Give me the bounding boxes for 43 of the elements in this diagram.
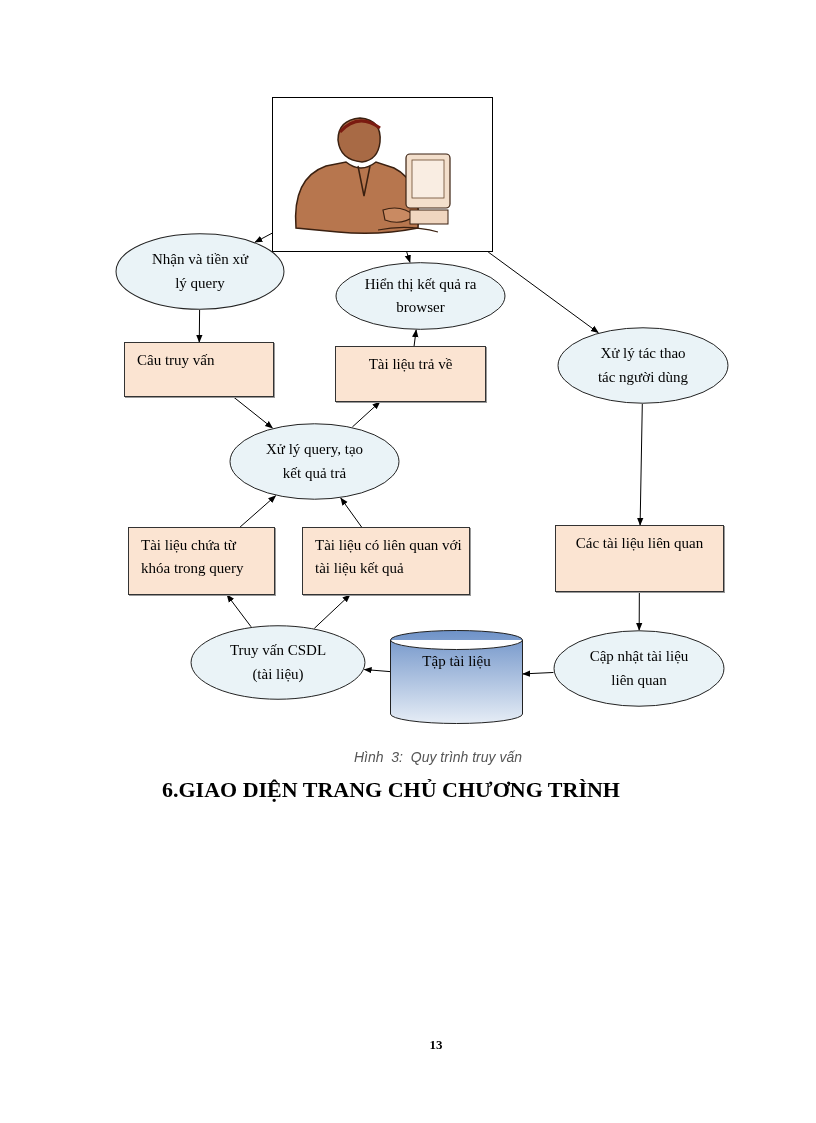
arrow (636, 591, 643, 631)
node-label: Tài liệu trả về (368, 355, 453, 374)
node-label: Tập tài liệu (422, 652, 491, 671)
process-ellipse (335, 262, 506, 330)
arrow (340, 497, 363, 528)
arrow (233, 396, 274, 429)
node-label: Hiển thị kết quả ra browser (364, 274, 477, 317)
node-label: Tài liệu có liên quan với tài liệu kết quả (315, 536, 463, 579)
section-heading: 6.GIAO DIỆN TRANG CHỦ CHƯƠNG TRÌNH (162, 776, 620, 804)
process-ellipse (553, 630, 725, 707)
arrow (404, 251, 411, 263)
node-label: Câu truy vấn (137, 351, 215, 370)
node-label: Cập nhật tài liệu liên quan (589, 647, 689, 690)
database-cylinder (390, 630, 523, 724)
node-label: Xử lý tác thao tác người dùng (596, 344, 690, 387)
process-ellipse (557, 327, 729, 404)
process-ellipse (115, 233, 285, 310)
arrow (254, 232, 273, 243)
arrow (239, 495, 277, 528)
node-label: Nhận và tiền xử lý query (151, 250, 250, 293)
arrow (487, 251, 599, 334)
node-label: Xử lý query, tạo kết quả trả (264, 440, 365, 483)
document-box (302, 527, 470, 595)
process-ellipse (190, 625, 366, 700)
process-ellipse (229, 423, 400, 500)
figure-caption: Hình 3: Quy trình truy vấn (352, 748, 524, 767)
arrow (522, 670, 554, 677)
arrow (412, 329, 419, 347)
node-label: Tài liệu chứa từ khóa trong query (141, 536, 245, 579)
arrow (363, 666, 391, 674)
document-box (555, 525, 724, 592)
document-box (128, 527, 275, 595)
arrow (637, 403, 644, 526)
arrow (313, 594, 351, 629)
arrow (226, 594, 252, 628)
picture-frame (272, 97, 493, 252)
document-box (124, 342, 274, 397)
node-label: Truy vấn CSDL (tài liệu) (228, 641, 328, 684)
node-label: Các tài liệu liên quan (575, 534, 704, 553)
page-number: 13 (428, 1036, 444, 1054)
arrow (351, 401, 381, 428)
document-box (335, 346, 486, 402)
arrow (196, 309, 203, 343)
